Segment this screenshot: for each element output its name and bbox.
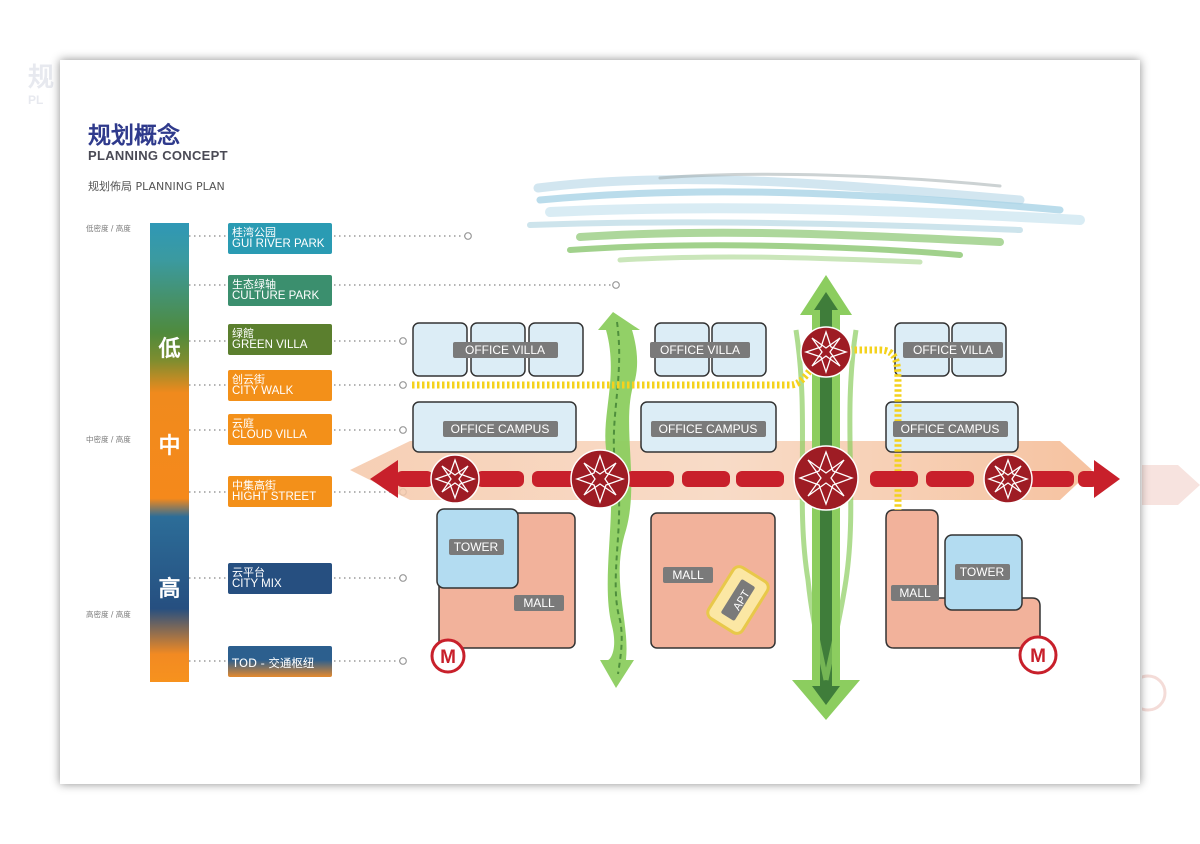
zone-tag-cn: 云平台 [232,566,265,579]
density-high-char: 高 [158,577,181,602]
background-page-ghost: 规 PL [28,62,55,108]
zone-tag-cn: 云庭 [232,417,254,430]
zone-tag-en: CLOUD VILLA [232,429,307,441]
zone-tag-tod: TOD - 交通枢纽 [228,646,332,677]
zone-tag-city-walk: 创云街 CITY WALK [228,370,332,401]
zone-tag-en: HIGHT STREET [232,491,317,503]
mall-label: MALL [899,586,931,600]
background-arrow-ghost [1129,445,1200,750]
zone-tag-cn: 创云街 [232,373,265,386]
zone-tag-gui-river-park: 桂湾公园 GUI RIVER PARK [228,223,332,254]
density-label-low: 低密度 / 高度 [86,224,131,233]
metro-icon: M [430,638,466,674]
zone-tag-hight-street: 中集高街 HIGHT STREET [228,476,332,507]
gui-river-park-strokes [527,172,1085,265]
tower-blocks [436,508,1023,611]
zone-tag-en: GREEN VILLA [232,339,308,351]
metro-label: M [440,647,456,668]
density-label-high: 高密度 / 高度 [86,610,131,619]
mall-label: MALL [672,568,704,582]
density-mid-char: 中 [158,434,181,459]
planning-diagram: OFFICE VILLA OFFICE VILLA OFFICE VILLA O… [350,172,1120,720]
metro-icon: M [1018,635,1058,675]
office-villa-label: OFFICE VILLA [465,343,545,357]
planning-sheet: 规划概念 PLANNING CONCEPT 规划佈局 PLANNING PLAN… [60,60,1140,784]
node-star-icons [430,326,1033,511]
apt-block [706,565,770,635]
office-campus-label: OFFICE CAMPUS [451,422,550,436]
mall-label: MALL [523,596,555,610]
zone-tag-cloud-villa: 云庭 CLOUD VILLA [228,414,332,445]
office-campus-label: OFFICE CAMPUS [659,422,758,436]
zone-tag-en: GUI RIVER PARK [232,238,325,250]
metro-label: M [1030,646,1046,667]
density-low-char: 低 [158,337,181,362]
office-villa-label: OFFICE VILLA [660,343,740,357]
zone-tag-city-mix: 云平台 CITY MIX [228,563,332,594]
tower-label: TOWER [454,540,499,554]
plan-label: 规划佈局 PLANNING PLAN [88,180,225,193]
zone-tag-culture-park: 生态绿轴 CULTURE PARK [228,275,332,306]
zone-tag-cn: 绿館 [232,327,254,340]
zone-tag-single: TOD - 交通枢纽 [232,656,315,670]
zone-tag-cn: 桂湾公园 [232,226,276,239]
tower-label: TOWER [960,565,1005,579]
office-villa-label: OFFICE VILLA [913,343,993,357]
high-street-arrow [370,460,1120,498]
page-subtitle: PLANNING CONCEPT [88,148,228,163]
zone-tag-cn: 中集高街 [232,479,276,492]
office-campus-label: OFFICE CAMPUS [901,422,1000,436]
density-label-mid: 中密度 / 高度 [86,435,131,444]
zone-tag-en: CULTURE PARK [232,290,320,302]
zone-tag-en: CITY WALK [232,385,294,397]
page-title: 规划概念 [88,123,180,149]
density-gradient-bar: 低 中 高 [150,223,189,682]
zone-tag-green-villa: 绿館 GREEN VILLA [228,324,332,355]
zone-tag-en: CITY MIX [232,578,282,590]
zone-tag-cn: 生态绿轴 [232,278,276,291]
